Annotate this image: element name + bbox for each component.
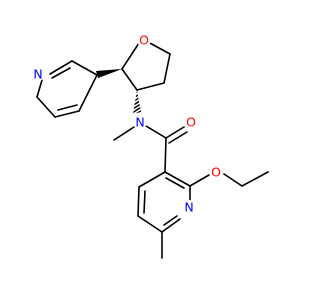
pyridine-ring-bottom xyxy=(137,171,191,233)
molecule-diagram: O N N O O N xyxy=(31,32,269,259)
bond xyxy=(189,174,210,187)
nitrogen-label: N xyxy=(184,200,193,215)
bond xyxy=(163,215,178,226)
nitrogen-label: N xyxy=(33,67,42,82)
atom-labels: O N N O O N xyxy=(31,33,223,215)
hash-bond xyxy=(133,90,141,114)
pyridine-ring-top xyxy=(36,60,98,118)
oxygen-atom: O xyxy=(137,33,151,48)
nitrogen-atom: N xyxy=(133,115,147,130)
bond xyxy=(36,79,43,98)
oxygen-atom: O xyxy=(184,115,198,130)
bond xyxy=(164,171,191,187)
bond xyxy=(136,82,165,91)
structure-svg: O N N O O N xyxy=(31,32,269,259)
bond xyxy=(241,171,269,187)
bond xyxy=(121,42,140,70)
nitrogen-label: N xyxy=(135,115,144,130)
bond xyxy=(165,126,185,139)
bond xyxy=(57,104,78,111)
bond xyxy=(137,186,140,217)
bond xyxy=(113,126,135,141)
bond xyxy=(137,215,163,233)
bond xyxy=(138,171,166,188)
bond xyxy=(121,68,138,91)
nitrogen-atom: N xyxy=(31,67,45,82)
bond xyxy=(143,190,146,214)
oxygen-label: O xyxy=(139,33,149,48)
oxygen-label: O xyxy=(186,115,196,130)
bond xyxy=(147,41,171,55)
bond xyxy=(168,131,188,144)
oxygen-label: O xyxy=(211,165,221,180)
bond xyxy=(78,74,98,112)
oxygen-atom: O xyxy=(209,165,223,180)
bond xyxy=(223,173,243,187)
bond xyxy=(71,60,98,76)
bond xyxy=(165,177,185,189)
bond xyxy=(161,218,181,233)
bond xyxy=(51,67,71,79)
bond xyxy=(145,125,167,139)
oxolane-ring xyxy=(121,41,171,91)
amide-group xyxy=(113,125,188,173)
bond xyxy=(163,53,171,84)
bond xyxy=(36,96,56,118)
nitrogen-atom: N xyxy=(182,200,196,215)
substituents xyxy=(161,171,269,259)
wedge-bond xyxy=(96,69,122,78)
bond xyxy=(54,110,80,118)
bond xyxy=(49,60,73,75)
bond xyxy=(164,137,167,173)
